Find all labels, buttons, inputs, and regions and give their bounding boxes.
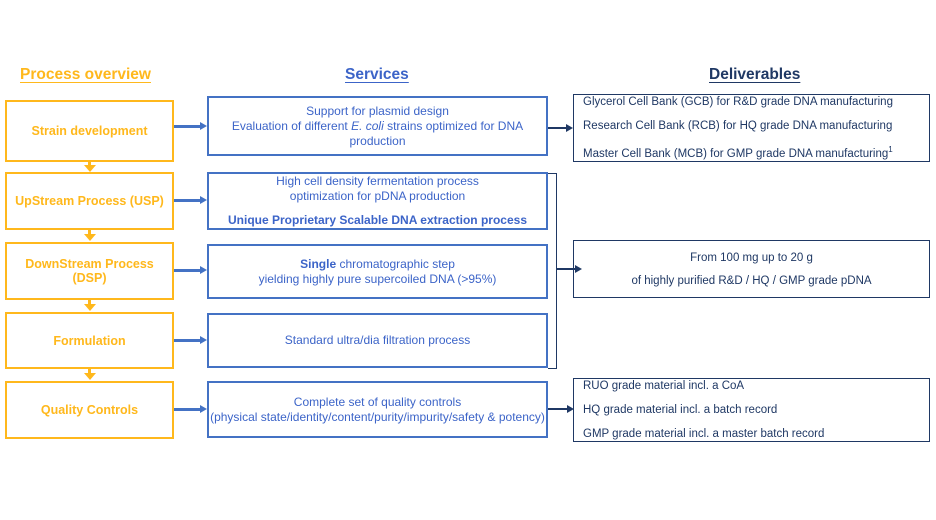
process-box-formulation[interactable]: Formulation xyxy=(5,312,174,369)
connector-arrow-service-group-to-deliverable xyxy=(556,265,582,274)
service-line: Support for plasmid design xyxy=(306,103,449,118)
process-box-downstream-process[interactable]: DownStream Process (DSP) xyxy=(5,242,174,300)
deliverable-line: Glycerol Cell Bank (GCB) for R&D grade D… xyxy=(583,96,893,109)
process-flow-arrow-3 xyxy=(83,304,96,311)
grouping-bracket xyxy=(548,173,557,369)
connector-arrow-process-to-service-2 xyxy=(174,196,207,205)
service-line: Evaluation of different E. coli strains … xyxy=(231,118,524,148)
deliverable-line: Research Cell Bank (RCB) for HQ grade DN… xyxy=(583,120,893,133)
service-line: Single chromatographic step xyxy=(300,256,455,271)
footnote-marker: 1 xyxy=(888,145,893,155)
process-flow-arrow-shaft-3 xyxy=(88,300,91,305)
deliverable-box-pdna-yield[interactable]: From 100 mg up to 20 g of highly purifie… xyxy=(573,240,930,298)
deliverable-box-cell-banks[interactable]: Glycerol Cell Bank (GCB) for R&D grade D… xyxy=(573,94,930,162)
process-flow-arrow-4 xyxy=(83,373,96,380)
service-line: (physical state/identity/content/purity/… xyxy=(210,409,545,424)
service-line: Standard ultra/dia filtration process xyxy=(284,333,471,347)
connector-arrow-process-to-service-4 xyxy=(174,336,207,345)
process-flow-arrow-shaft-2 xyxy=(88,230,91,235)
process-box-label: Quality Controls xyxy=(40,403,139,417)
process-flow-arrow-1 xyxy=(83,165,96,172)
process-box-strain-development[interactable]: Strain development xyxy=(5,100,174,162)
process-flow-arrow-2 xyxy=(83,234,96,241)
deliverable-line: From 100 mg up to 20 g xyxy=(690,251,813,264)
process-box-upstream-process[interactable]: UpStream Process (USP) xyxy=(5,172,174,230)
connector-arrow-process-to-service-5 xyxy=(174,405,207,414)
process-box-label: UpStream Process (USP) xyxy=(15,194,164,208)
service-line: yielding highly pure supercoiled DNA (>9… xyxy=(258,271,497,286)
process-box-quality-controls[interactable]: Quality Controls xyxy=(5,381,174,439)
process-box-label: Strain development xyxy=(31,124,148,138)
service-box-downstream-process[interactable]: Single chromatographic step yielding hig… xyxy=(207,244,548,299)
service-box-upstream-process[interactable]: High cell density fermentation process o… xyxy=(207,172,548,230)
deliverable-line-text: Master Cell Bank (MCB) for GMP grade DNA… xyxy=(583,147,889,160)
deliverable-line: of highly purified R&D / HQ / GMP grade … xyxy=(631,274,872,287)
process-box-label: DownStream Process (DSP) xyxy=(25,257,154,285)
service-line-highlight: Unique Proprietary Scalable DNA extracti… xyxy=(228,213,527,227)
deliverable-line: RUO grade material incl. a CoA xyxy=(583,380,745,392)
connector-arrow-service-to-deliverable-1 xyxy=(548,124,573,133)
process-flow-arrow-shaft-1 xyxy=(88,162,91,166)
connector-arrow-process-to-service-1 xyxy=(174,122,207,131)
deliverable-line: Master Cell Bank (MCB) for GMP grade DNA… xyxy=(574,143,929,161)
column-heading-deliverables: Deliverables xyxy=(709,66,801,83)
column-heading-services: Services xyxy=(345,66,409,83)
service-line: Complete set of quality controls xyxy=(293,394,462,409)
service-box-quality-controls[interactable]: Complete set of quality controls (physic… xyxy=(207,381,548,438)
deliverable-line: HQ grade material incl. a batch record xyxy=(583,404,778,416)
service-box-formulation[interactable]: Standard ultra/dia filtration process xyxy=(207,313,548,368)
service-box-strain-development[interactable]: Support for plasmid design Evaluation of… xyxy=(207,96,548,156)
deliverable-line: GMP grade material incl. a master batch … xyxy=(583,428,825,440)
process-flow-arrow-shaft-4 xyxy=(88,369,91,374)
service-line: High cell density fermentation process xyxy=(276,174,479,188)
service-line: optimization for pDNA production xyxy=(289,189,466,203)
emphasis: Single xyxy=(300,256,337,271)
connector-arrow-process-to-service-3 xyxy=(174,266,207,275)
process-box-label: Formulation xyxy=(53,333,126,348)
connector-arrow-service-to-deliverable-3 xyxy=(548,405,574,414)
species-name: E. coli xyxy=(351,118,384,133)
deliverable-box-grade-materials[interactable]: RUO grade material incl. a CoA HQ grade … xyxy=(573,378,930,442)
column-heading-process-overview: Process overview xyxy=(20,66,151,83)
